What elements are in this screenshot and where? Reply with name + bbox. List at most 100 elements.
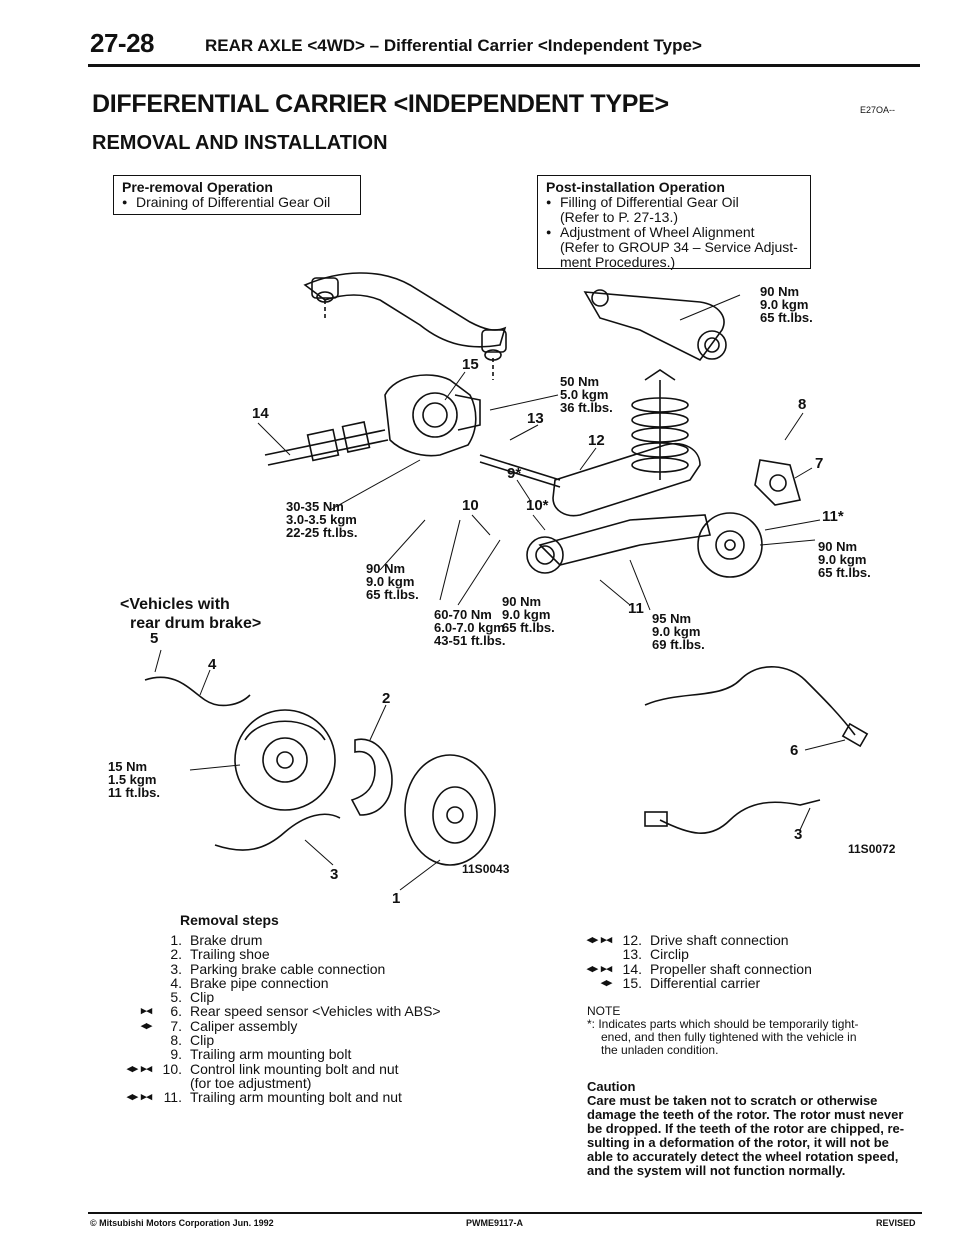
step-row: 1.Brake drum [170, 932, 263, 948]
step-row: ◂▸ ▸◂11.Trailing arm mounting bolt and n… [126, 1089, 402, 1106]
section-subtitle: REMOVAL AND INSTALLATION [92, 132, 388, 154]
coil-spring [631, 369, 689, 480]
caution-line: able to accurately detect the wheel rota… [587, 1149, 899, 1164]
step-row: ◂▸ ▸◂14.Propeller shaft connection [586, 960, 812, 977]
step-row: 4.Brake pipe connection [170, 974, 329, 991]
step-row: 8.Clip [170, 1032, 215, 1049]
note-line-1: *: Indicates parts which should be tempo… [587, 1017, 859, 1031]
step-row: 13.Circlip [622, 946, 689, 963]
note-heading: NOTE [587, 1004, 621, 1018]
callout-9: 9* [507, 465, 522, 482]
callout-8: 8 [798, 396, 807, 413]
callout-4: 4 [208, 656, 217, 673]
callout-7: 7 [815, 455, 824, 472]
step-row: 5.Clip [170, 989, 215, 1006]
caution-heading: Caution [587, 1079, 636, 1094]
callout-12: 12 [588, 432, 605, 449]
leader-lines [154, 294, 846, 891]
propeller-shaft [264, 421, 389, 466]
note-block: NOTE *: Indicates parts which should be … [587, 1005, 858, 1057]
callout-11: 11 [628, 600, 644, 617]
vehicles-label-line-2: rear drum brake> [130, 615, 262, 632]
header-rule [88, 64, 920, 67]
step-row: ◂▸ ▸◂10.Control link mounting bolt and n… [126, 1060, 399, 1077]
footer-revised: REVISED [876, 1218, 916, 1228]
callout-13: 13 [527, 410, 544, 427]
pre-removal-item: Draining of Differential Gear Oil [122, 195, 352, 211]
callout-6: 6 [790, 742, 799, 759]
callout-1: 1 [392, 890, 401, 907]
drum-brake-backing [234, 709, 336, 811]
removal-steps-heading: Removal steps [180, 912, 279, 928]
brake-pipe [144, 676, 251, 707]
speed-sensor-cable [644, 666, 869, 748]
post-item-2: Adjustment of Wheel Alignment [546, 225, 802, 241]
step-row: ◂▸7.Caliper assembly [140, 1017, 298, 1034]
post-item-1-ref: (Refer to P. 27-13.) [560, 209, 679, 225]
step-row: ◂▸15.Differential carrier [600, 974, 761, 991]
step-row: ◂▸ ▸◂12.Drive shaft connection [586, 932, 789, 948]
post-item-2-ref-2: ment Procedures.) [560, 254, 676, 270]
pre-removal-box: Pre-removal Operation Draining of Differ… [113, 175, 361, 215]
caliper [754, 459, 802, 506]
post-item-1: Filling of Differential Gear Oil [546, 195, 802, 211]
callout-3-right: 3 [794, 826, 803, 843]
post-item-2-ref-1: (Refer to GROUP 34 – Service Adjust- [560, 239, 798, 255]
running-header: REAR AXLE <4WD> – Differential Carrier <… [205, 36, 702, 55]
step-row: 3.Parking brake cable connection [170, 960, 386, 977]
caution-line: Care must be taken not to scratch or oth… [587, 1093, 878, 1108]
parking-brake-cable-left [214, 813, 341, 851]
caution-line: sulting in a deformation of the rotor, i… [587, 1135, 889, 1150]
note-line-2: ened, and then fully tightened with the … [601, 1030, 857, 1044]
caution-line: be dropped. If the teeth of the rotor ar… [587, 1121, 905, 1136]
pre-removal-heading: Pre-removal Operation [122, 179, 273, 195]
callout-5: 5 [150, 630, 159, 647]
note-line-3: the unladen condition. [601, 1043, 719, 1057]
footer-rule [88, 1212, 922, 1214]
crossmember [303, 272, 507, 380]
step-row: (for toe adjustment) [190, 1074, 312, 1091]
differential-carrier [384, 374, 481, 457]
callout-10: 10 [462, 497, 479, 514]
callout-3-left: 3 [330, 866, 339, 883]
figure-code-left: 11S0043 [462, 862, 510, 876]
post-installation-heading: Post-installation Operation [546, 179, 725, 195]
step-row: ▸◂6.Rear speed sensor <Vehicles with ABS… [140, 1003, 441, 1020]
section-code: E27OA-- [860, 105, 896, 115]
upper-control-arm [583, 289, 727, 362]
vehicles-label-line-1: <Vehicles with [120, 596, 230, 613]
lower-arm [526, 443, 711, 574]
page-number: 27-28 [90, 28, 155, 58]
caution-block: Caution Care must be taken not to scratc… [587, 1080, 904, 1178]
caution-line: damage the teeth of the rotor. The rotor… [587, 1107, 904, 1122]
drive-shaft [479, 454, 561, 488]
footer-doc-code: PWME9117-A [466, 1218, 524, 1228]
vehicles-drum-label: <Vehicles with rear drum brake> [120, 595, 261, 633]
caution-line: and the system will not function normall… [587, 1163, 846, 1178]
figure-code-right: 11S0072 [848, 842, 896, 856]
step-row: 9.Trailing arm mounting bolt [170, 1046, 352, 1063]
step-row: 2.Trailing shoe [170, 946, 270, 963]
post-installation-box: Post-installation Operation Filling of D… [537, 175, 811, 270]
brake-drum [404, 754, 496, 866]
hub-rotor [697, 512, 763, 578]
section-title: DIFFERENTIAL CARRIER <INDEPENDENT TYPE> [92, 90, 669, 118]
exploded-diagram [144, 272, 869, 891]
removal-steps-right: ◂▸ ▸◂12.Drive shaft connection 13.Circli… [560, 933, 812, 990]
callout-2: 2 [382, 690, 391, 707]
callout-14: 14 [252, 405, 269, 422]
callout-11-star: 11* [822, 508, 844, 525]
callout-10-star: 10* [526, 497, 549, 514]
footer-copyright: © Mitsubishi Motors Corporation Jun. 199… [90, 1218, 274, 1228]
trailing-shoe [350, 738, 393, 816]
callout-15: 15 [462, 356, 479, 373]
